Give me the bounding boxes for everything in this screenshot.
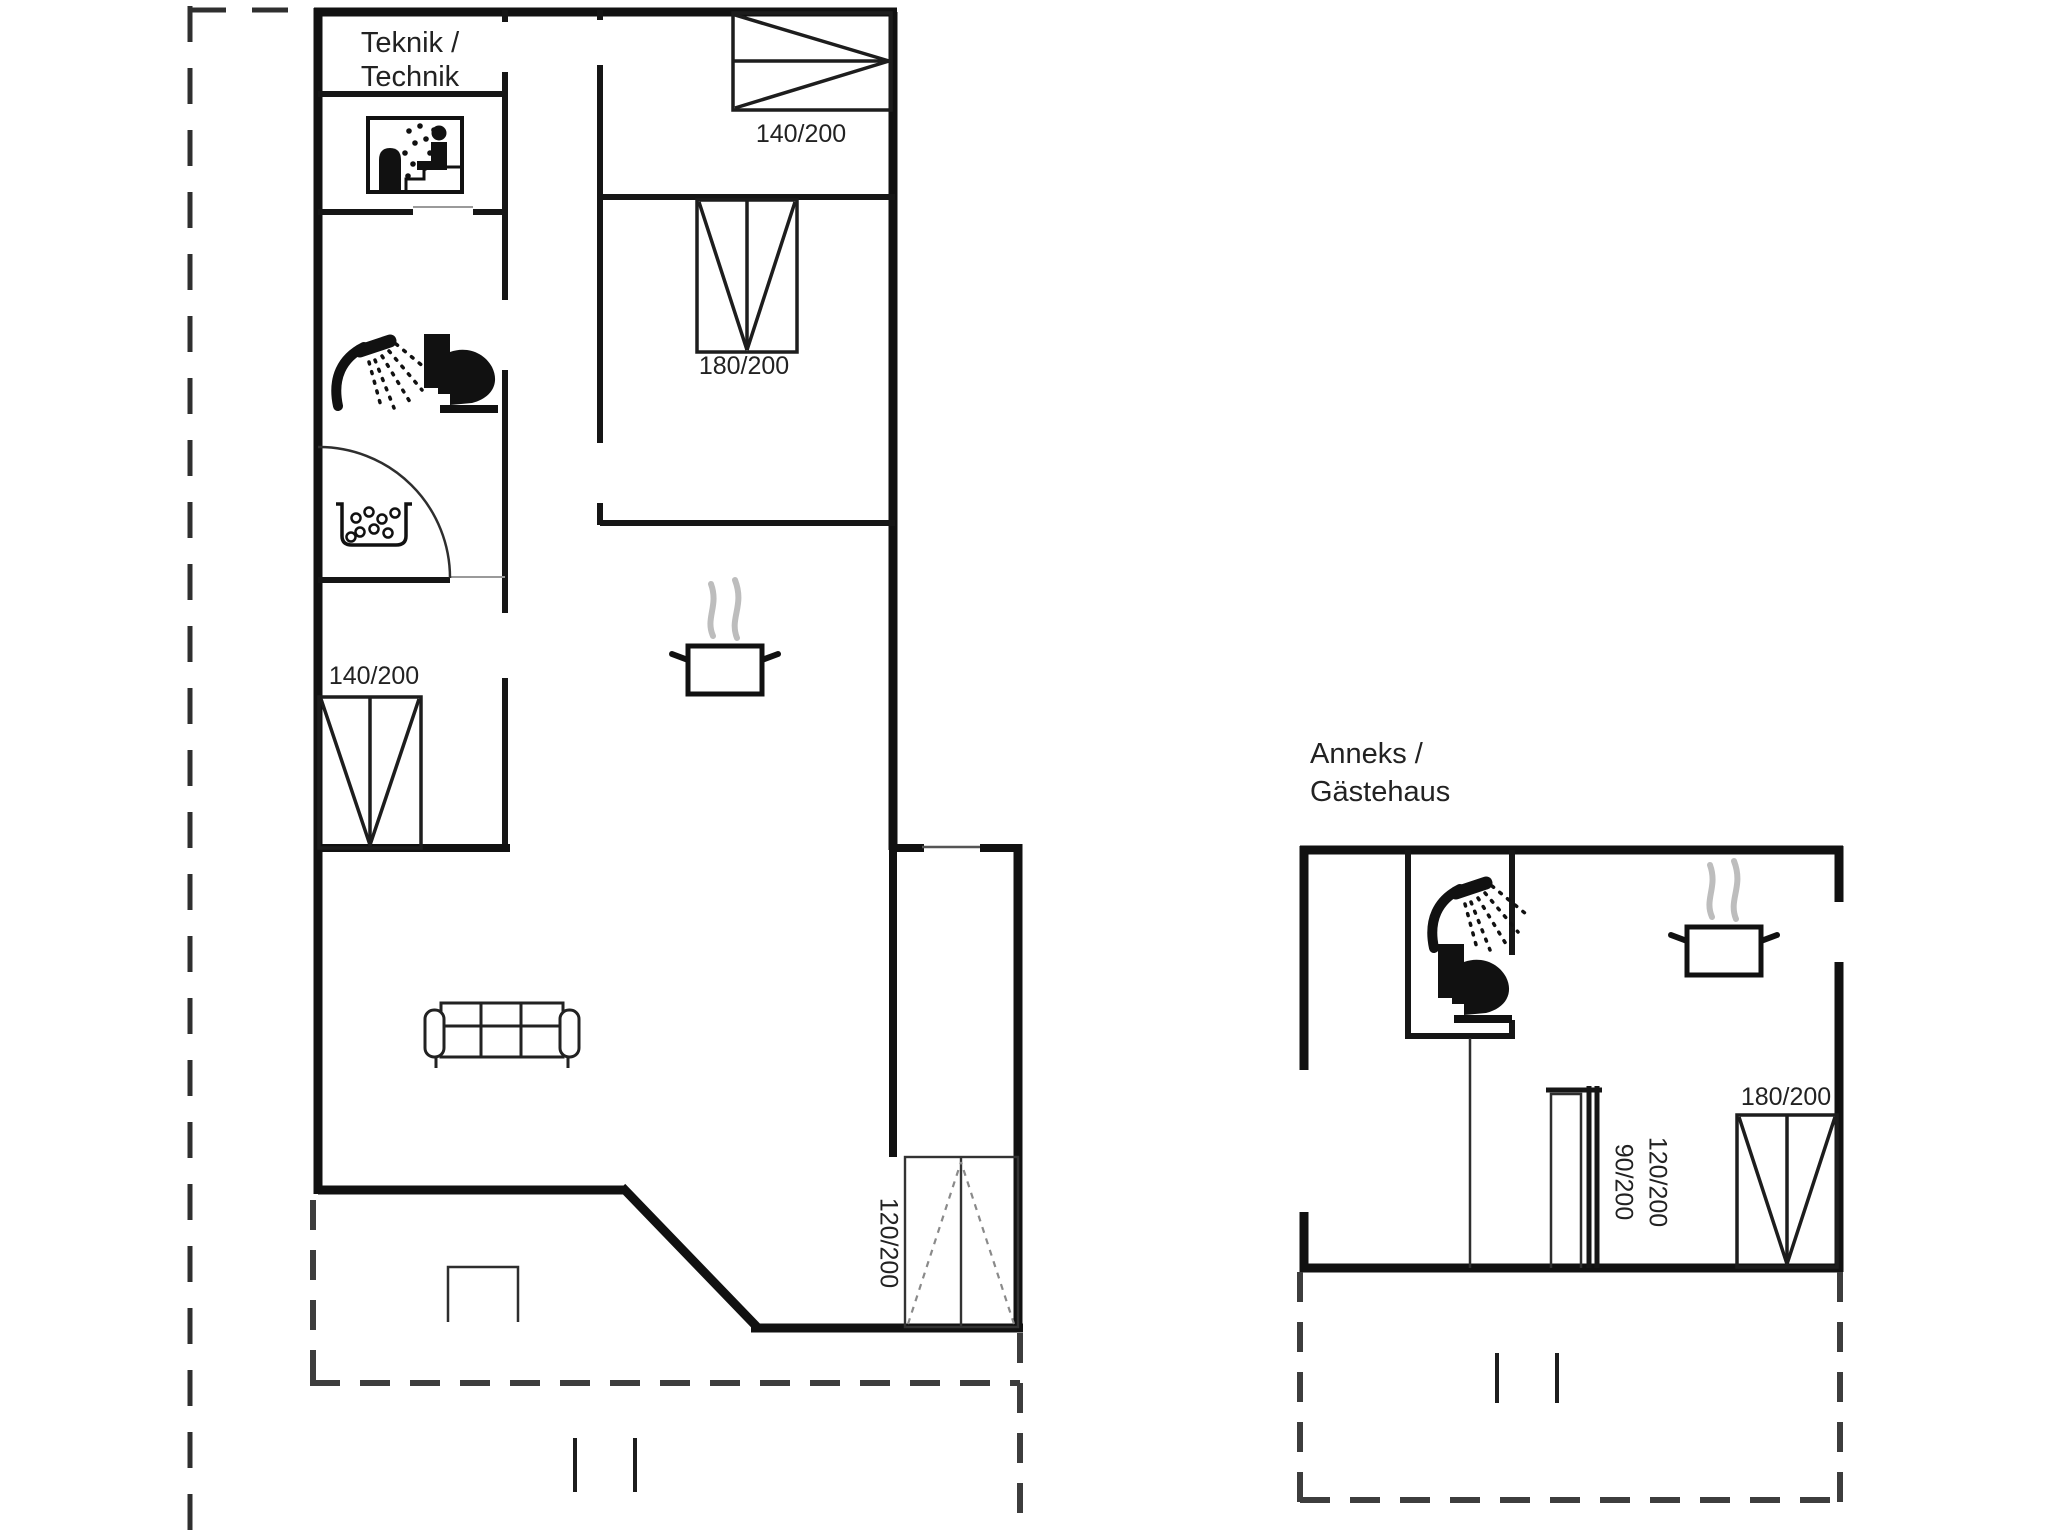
sauna-icon (366, 116, 464, 194)
main-house: Teknik / Technik (310, 7, 1023, 1531)
toilet-icon (424, 334, 498, 413)
bed-dimension-label: 90/200 (1609, 1144, 1637, 1220)
bed-dimension-label: 120/200 (874, 1198, 902, 1288)
annex-outer-walls (1299, 845, 1844, 1273)
sofa-icon (423, 1001, 581, 1068)
technik-label-line2: Technik (361, 61, 460, 93)
bed-dimension-label: 180/200 (1741, 1083, 1831, 1111)
annex-label-line1: Anneks / (1310, 738, 1424, 770)
stove-pot-icon (672, 580, 778, 694)
annex: Anneks / Gästehaus 90/200 120/200 (1297, 738, 1844, 1504)
bed-dimension-label: 180/200 (699, 352, 789, 380)
bed-right-wing-120: 120/200 (874, 1155, 1020, 1329)
entrance-step (446, 1265, 520, 1322)
right-wing-walls (889, 844, 1023, 1332)
sauna-person-body (417, 142, 447, 170)
annex-bunk-beds: 90/200 120/200 (1546, 1086, 1671, 1268)
sauna-bench (404, 165, 461, 190)
annex-bathroom-walls (1405, 850, 1515, 1268)
toilet-icon (1438, 944, 1512, 1023)
bed-main-left-140: 140/200 (317, 662, 423, 850)
technik-label-line1: Teknik / (361, 27, 460, 59)
technik-room-label: Teknik / Technik (361, 27, 460, 93)
shower-icon (336, 341, 430, 410)
stove-pot-icon (1671, 861, 1777, 975)
property-boundary (187, 6, 312, 1532)
annex-label-line2: Gästehaus (1310, 776, 1450, 808)
bed-dimension-label: 140/200 (329, 662, 419, 690)
annex-label: Anneks / Gästehaus (1310, 738, 1450, 808)
bed-annex-180: 180/200 (1735, 1083, 1839, 1269)
bed-main-middle-180: 180/200 (695, 198, 799, 380)
bed-dimension-label: 120/200 (1643, 1137, 1671, 1227)
bed-main-top-140: 140/200 (731, 11, 893, 148)
annex-terrace (1297, 1272, 1843, 1504)
sauna-person-head (431, 125, 447, 141)
bed-dimension-label: 140/200 (756, 120, 846, 148)
main-terrace (310, 1200, 1023, 1531)
whirlpool-icon (336, 502, 412, 547)
door-swing-arc (317, 445, 452, 579)
